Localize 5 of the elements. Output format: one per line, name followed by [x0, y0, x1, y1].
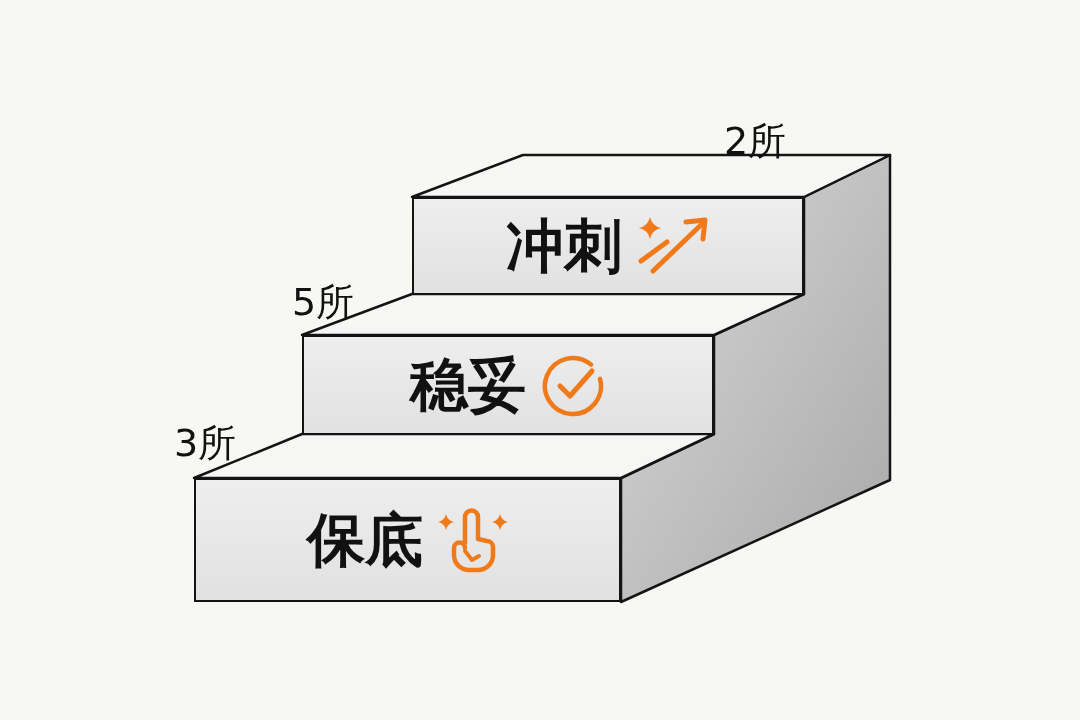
step-label: 保底	[306, 511, 423, 569]
step-label: 稳妥	[410, 356, 526, 414]
count-label: 5所	[292, 283, 355, 321]
step-label: 冲刺	[506, 217, 622, 275]
count-label: 3所	[174, 424, 237, 462]
